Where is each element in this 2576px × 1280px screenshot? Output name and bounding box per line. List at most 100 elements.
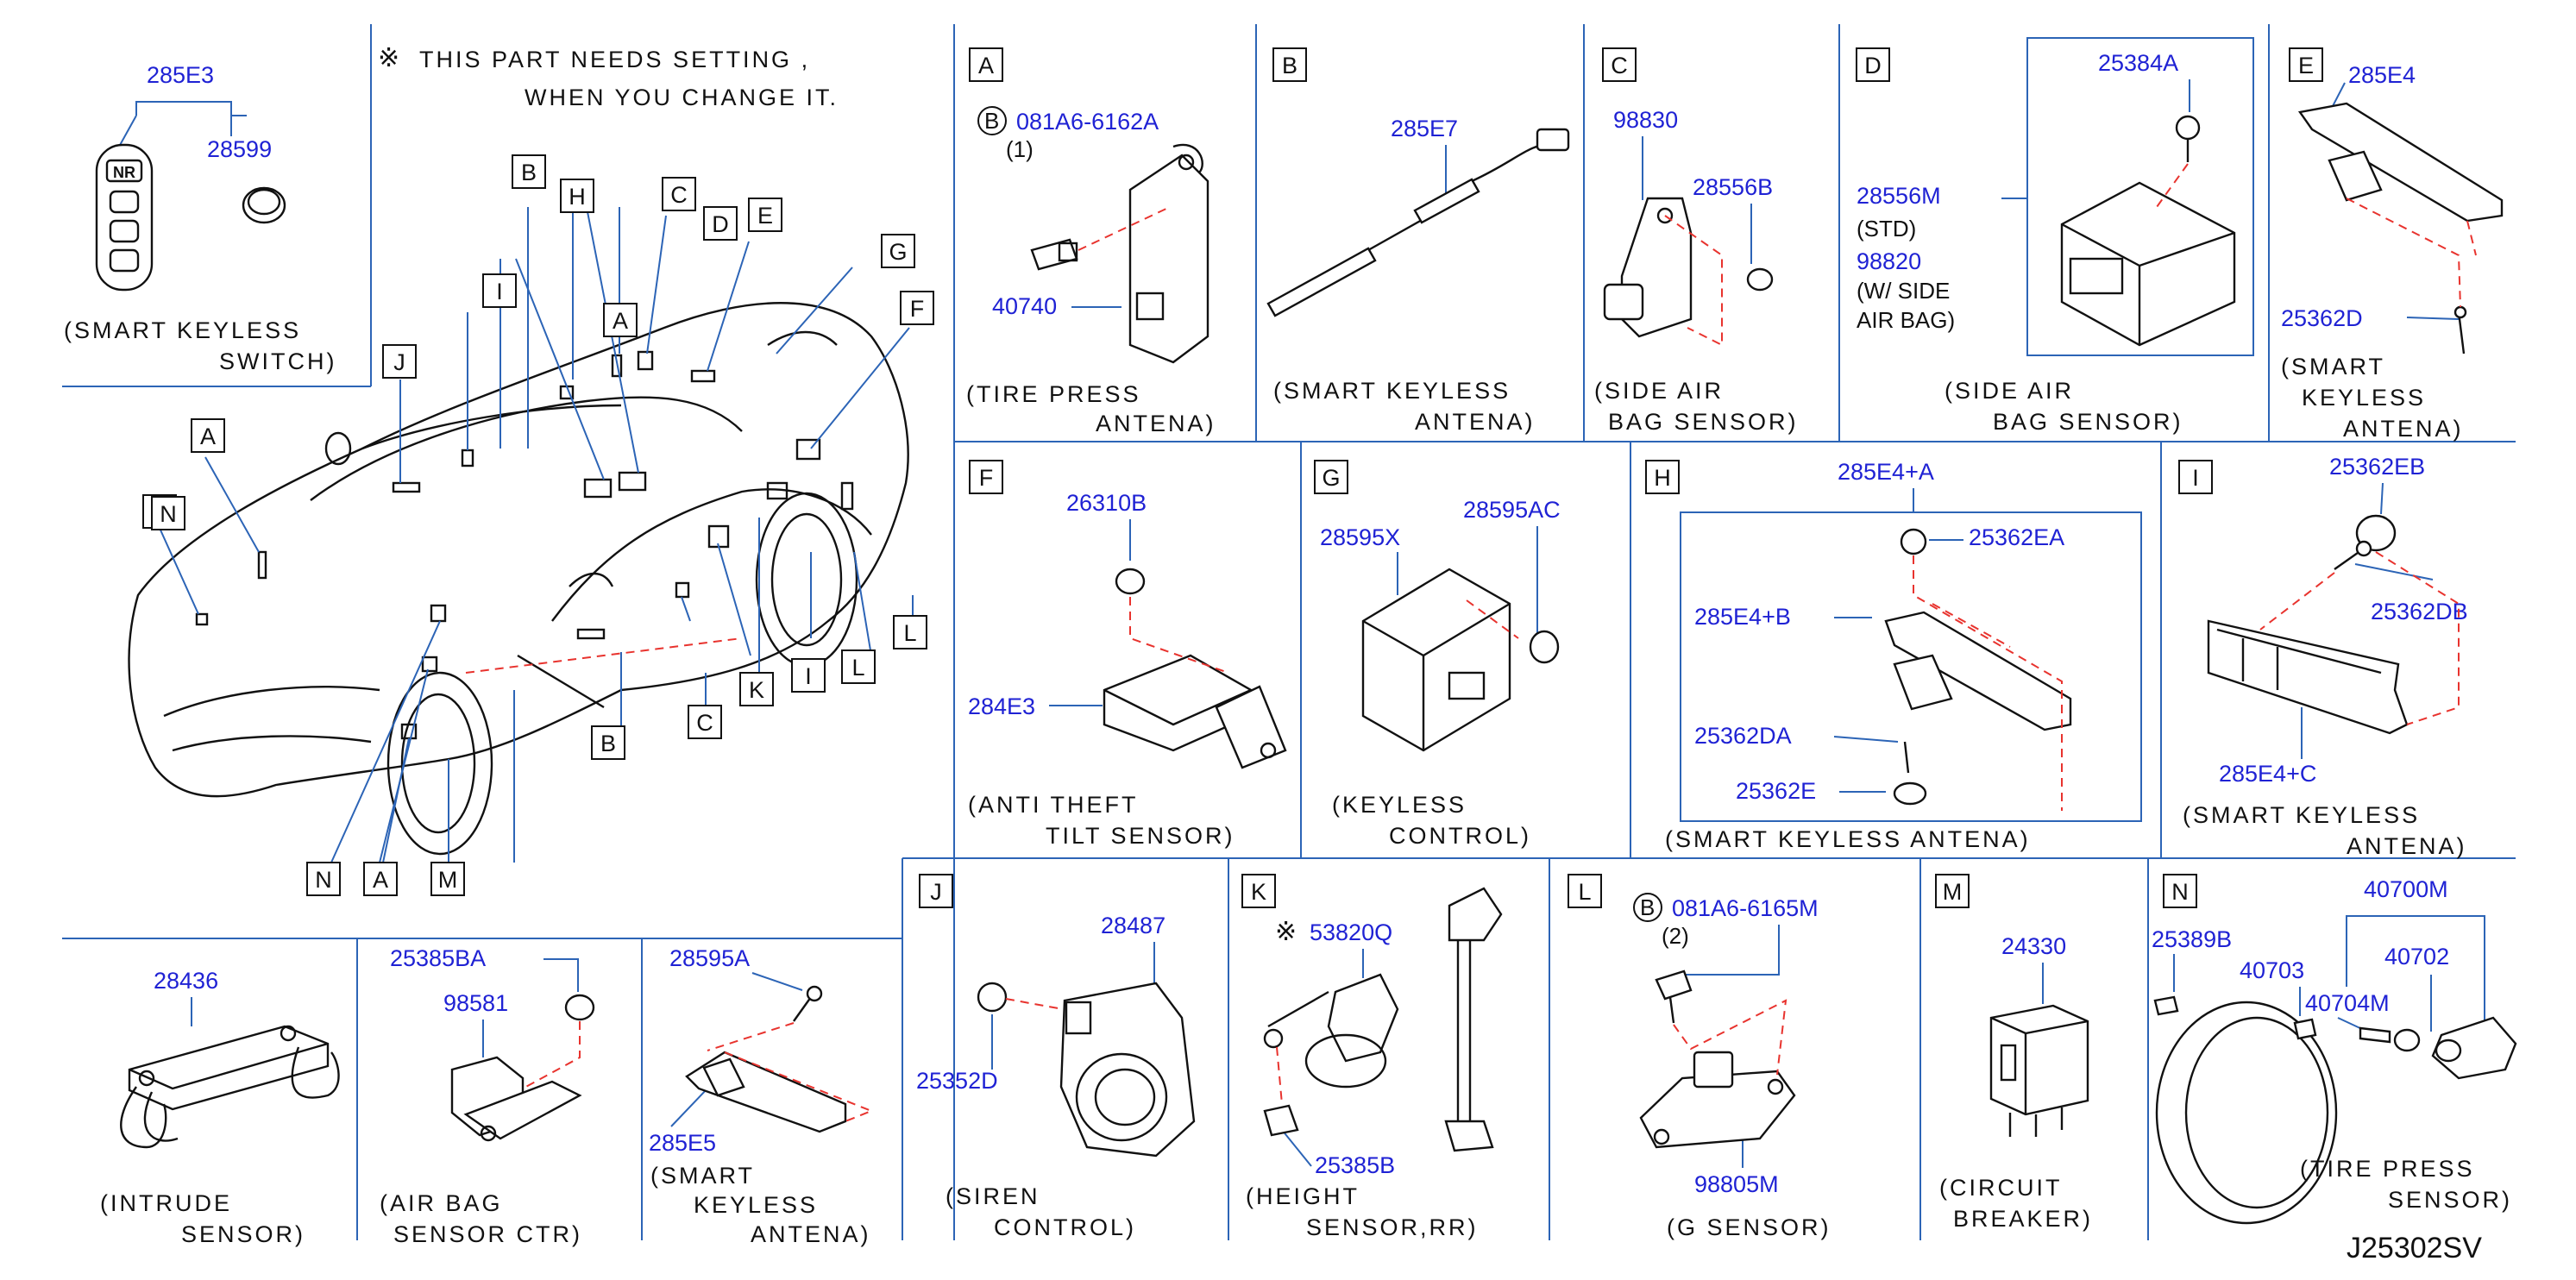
part-number: 25362DB <box>2371 599 2468 624</box>
box-letter: A <box>978 53 994 78</box>
part-number: 40703 <box>2240 957 2304 983</box>
overview-callout: F <box>900 291 934 325</box>
smart-antenna-bracket-drawing <box>1884 528 2072 806</box>
caption: ANTENA) <box>2343 416 2464 442</box>
section-smart-keyless-antena-285e5: 28595A 285E5 (SMART KEYLESS ANTENA) <box>649 945 874 1247</box>
box-letter: B <box>600 731 616 756</box>
part-number: 285E4+C <box>2219 761 2316 787</box>
section-label-e: E <box>2289 47 2323 82</box>
caption: ANTENA) <box>1415 409 1536 435</box>
antenna-rod-drawing <box>1266 128 1570 317</box>
g-sensor-drawing <box>1639 969 1796 1149</box>
section-label-b: B <box>1272 47 1307 82</box>
section-label-c: C <box>1602 47 1637 82</box>
box-letter: H <box>1654 465 1671 491</box>
box-letter: B <box>1282 53 1297 78</box>
box-letter: L <box>851 655 864 681</box>
air-bag-sensor-ctr-drawing <box>450 994 595 1142</box>
section-i-smart-keyless-antenna: 25362EB 25362DB 285E4+C (SMART KEYLESS A… <box>2183 454 2468 859</box>
section-air-bag-sensor-ctr: 25385BA 98581 (AIR BAG SENSOR CTR) <box>380 945 595 1247</box>
box-letter: F <box>979 465 994 491</box>
caption: (CIRCUIT <box>1939 1175 2062 1201</box>
box-letter: B <box>521 160 537 185</box>
part-number: 25362E <box>1736 778 1816 804</box>
overview-callout: L <box>893 615 927 649</box>
box-letter: A <box>613 308 628 334</box>
part-number: 98820 <box>1857 248 1921 274</box>
caption: (ANTI THEFT <box>968 792 1139 818</box>
overview-callout: D <box>703 206 738 241</box>
caption: (SMART <box>2281 354 2385 380</box>
caption: (KEYLESS <box>1332 792 1467 818</box>
part-number: 40700M <box>2364 876 2448 902</box>
overview-callout: I <box>791 658 826 693</box>
setting-notice: ※ THIS PART NEEDS SETTING , WHEN YOU CHA… <box>378 44 836 110</box>
section-c-side-air-bag-sensor: 98830 28556B (SIDE AIR BAG SENSOR) <box>1594 107 1796 435</box>
part-number: 25362DA <box>1694 723 1792 749</box>
overview-callouts: ABCDEFGHIJNANBCKILLNAM <box>142 154 934 896</box>
part-note: (STD) <box>1857 216 1916 242</box>
caption: (SMART KEYLESS <box>64 317 301 343</box>
box-letter: I <box>496 279 503 304</box>
section-h-smart-keyless-antena: 285E4+A 25362EA 285E4+B 25362DA 25362E (… <box>1665 459 2142 852</box>
part-number: 40704M <box>2305 990 2390 1016</box>
part-number: 284E3 <box>968 693 1035 719</box>
intrude-sensor-drawing <box>120 1025 340 1149</box>
tire-press-antenna-drawing <box>1030 143 1209 364</box>
section-label-k: K <box>1241 874 1276 908</box>
part-number: 25384A <box>2098 50 2178 76</box>
caption: ANTENA) <box>2347 833 2467 859</box>
smart-keyless-switch-group: 285E3 28599 NR (SMART KEYLESS SWITCH) <box>64 62 336 374</box>
section-m-circuit-breaker: 24330 (CIRCUIT BREAKER) <box>1939 933 2090 1232</box>
part-note: (W/ SIDE <box>1857 278 1950 304</box>
overview-callout: C <box>688 705 722 739</box>
overview-callout: A <box>603 303 638 337</box>
section-e-smart-keyless-antenna: 285E4 25362D (SMART KEYLESS ANTENA) <box>2281 62 2504 442</box>
quantity-note: (2) <box>1662 923 1689 949</box>
part-number: 25352D <box>916 1068 998 1094</box>
part-number: 081A6-6162A <box>1016 109 1159 135</box>
tire-press-sensor-drawing <box>2153 995 2517 1225</box>
caption: SWITCH) <box>219 348 336 374</box>
caption: (TIRE PRESS <box>2300 1156 2475 1182</box>
part-number: 25362D <box>2281 305 2363 331</box>
box-letter: C <box>670 182 688 208</box>
box-letter: M <box>1943 879 1963 905</box>
section-k-height-sensor: ※ 53820Q 25385B (HEIGHT SENSOR,RR) <box>1246 887 1503 1240</box>
caption: (HEIGHT <box>1246 1183 1360 1209</box>
caption: ANTENA) <box>1096 411 1216 436</box>
box-letter: L <box>1578 879 1591 905</box>
overview-callout: G <box>881 234 915 268</box>
box-letter: A <box>373 867 388 893</box>
box-letter: C <box>1611 53 1628 78</box>
box-letter: C <box>696 710 713 736</box>
part-number: 28487 <box>1101 913 1165 938</box>
section-label-l: L <box>1568 874 1602 908</box>
box-letter: E <box>2298 53 2314 78</box>
box-letter: A <box>200 424 216 449</box>
section-label-n: N <box>2163 874 2197 908</box>
coin-battery-drawing <box>242 186 286 224</box>
section-label-g: G <box>1314 460 1348 494</box>
caption: KEYLESS <box>2302 385 2426 411</box>
part-note: AIR BAG) <box>1857 307 1955 333</box>
caption: (SMART <box>650 1163 755 1189</box>
part-number: 40702 <box>2384 944 2449 969</box>
part-number: 24330 <box>2001 933 2066 959</box>
antenna-bracket-bottom-drawing <box>685 985 847 1133</box>
quantity-note: (1) <box>1006 136 1034 162</box>
caption: SENSOR CTR) <box>393 1221 582 1247</box>
box-letter: M <box>438 867 458 893</box>
box-letter: K <box>749 677 764 703</box>
box-letter: E <box>757 203 773 229</box>
part-number: 285E7 <box>1391 116 1458 141</box>
grid-lines <box>62 24 2516 1240</box>
caption: TILT SENSOR) <box>1046 823 1235 849</box>
section-g-keyless-control: 28595X 28595AC (KEYLESS CONTROL) <box>1320 497 1561 849</box>
caption: (SMART KEYLESS ANTENA) <box>1665 826 2031 852</box>
box-letter: N <box>160 501 177 527</box>
caption: ANTENA) <box>751 1221 871 1247</box>
part-number: 25362EA <box>1969 524 2064 550</box>
part-number: 40740 <box>992 293 1057 319</box>
